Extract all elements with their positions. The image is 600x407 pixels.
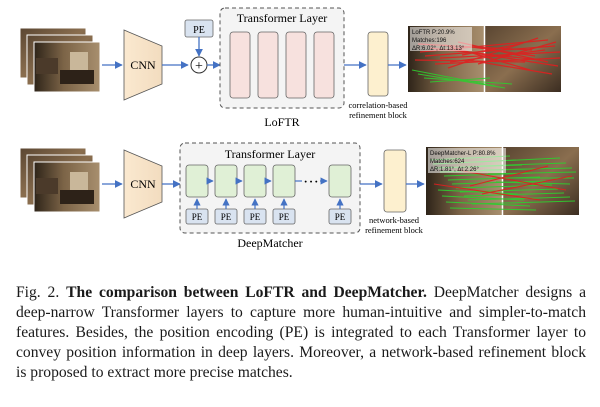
transformer-layer [313, 31, 335, 99]
overlay-line1: DeepMatcher-L P:80.8% [430, 151, 496, 157]
ellipsis: ··· [303, 174, 319, 191]
loftr-cnn-block: CNN [123, 29, 163, 101]
transformer-title: Transformer Layer [237, 11, 328, 25]
deepmatcher-input-images [19, 147, 101, 213]
deepmatcher-transformer-layers [185, 164, 352, 198]
loftr-match-result-image: LoFTR P:20.9% Matches:196 ΔR:6.02°, Δt:1… [408, 26, 561, 92]
transformer-layer [257, 31, 279, 99]
transformer-layer [285, 31, 307, 99]
overlay-line1: LoFTR P:20.9% [412, 30, 455, 36]
transformer-layer [328, 164, 352, 198]
method-name-loftr: LoFTR [264, 115, 299, 129]
network-refinement-block [383, 149, 407, 213]
caption-prefix: Fig. 2. [16, 284, 60, 301]
overlay-line3: ΔR:6.02°, Δt:13.13° [412, 46, 465, 52]
refine-label-line2: refinement block [349, 110, 408, 120]
pe-label: PE [335, 212, 346, 222]
transformer-layer [272, 164, 296, 198]
overlay-line2: Matches:196 [412, 38, 447, 44]
method-name-deepmatcher: DeepMatcher [237, 236, 302, 250]
transformer-layer [185, 164, 209, 198]
pe-arrows [193, 198, 344, 209]
transformer-layer [214, 164, 238, 198]
overlay-line2: Matches:624 [430, 159, 465, 165]
pe-label: PE [250, 212, 261, 222]
plus-symbol: + [195, 59, 203, 74]
caption-body: DeepMatcher designs a deep-narrow Transf… [16, 284, 586, 381]
cnn-label: CNN [130, 177, 156, 191]
refine-label-line2: refinement block [365, 225, 424, 235]
transformer-layer [229, 31, 251, 99]
overlay-line3: ΔR:1.81°, Δt:2.26° [430, 167, 479, 173]
loftr-row: CNN PE + Transformer Layer LoFTR correla… [19, 7, 561, 129]
pe-label: PE [193, 25, 205, 36]
pe-label: PE [221, 212, 232, 222]
refine-label-line1: network-based [369, 215, 420, 225]
deepmatcher-pe-blocks: PE PE PE PE PE [185, 208, 352, 225]
loftr-transformer-layers [229, 31, 335, 99]
transformer-title: Transformer Layer [225, 147, 316, 161]
correlation-refinement-block [367, 31, 389, 97]
loftr-input-images [19, 27, 101, 93]
deepmatcher-row: CNN Transformer Layer ··· PE [19, 142, 579, 250]
deepmatcher-match-result-image: DeepMatcher-L P:80.8% Matches:624 ΔR:1.8… [426, 147, 579, 215]
deepmatcher-cnn-block: CNN [123, 149, 163, 219]
pe-label: PE [192, 212, 203, 222]
refine-label-line1: correlation-based [349, 100, 409, 110]
cnn-label: CNN [130, 58, 156, 72]
figure-caption: Fig. 2. The comparison between LoFTR and… [16, 283, 586, 383]
loftr-transformer-box [219, 7, 345, 109]
transformer-layer [243, 164, 267, 198]
pe-label: PE [279, 212, 290, 222]
caption-bold-title: The comparison between LoFTR and DeepMat… [66, 284, 427, 301]
